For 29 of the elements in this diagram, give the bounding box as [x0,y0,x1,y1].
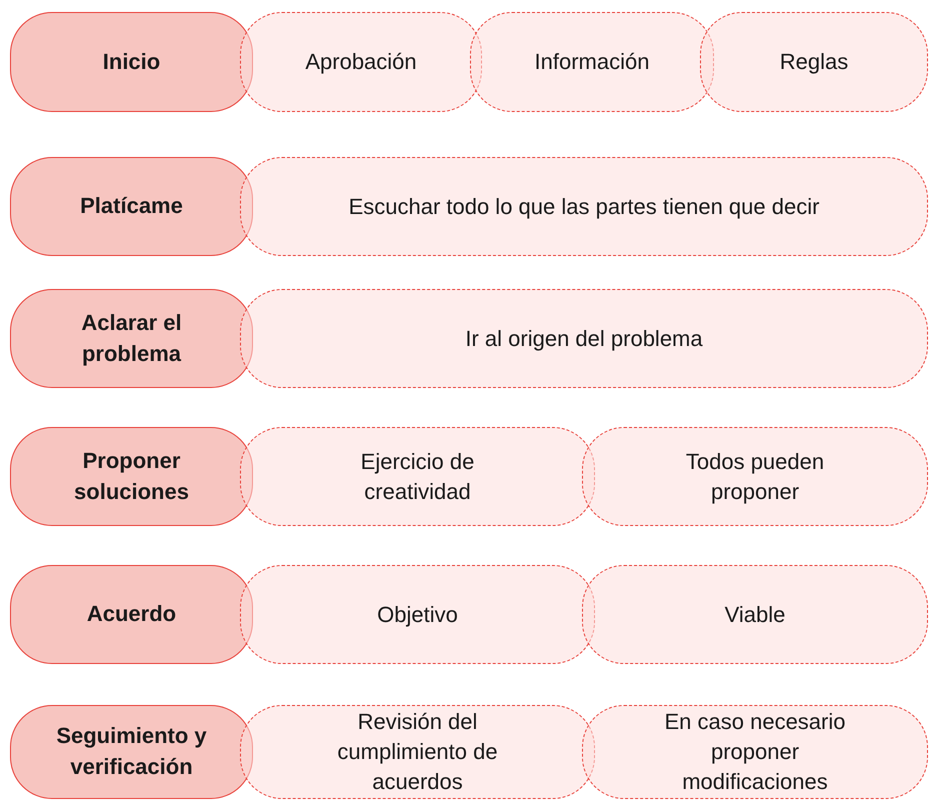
detail-pill [240,289,928,388]
step-label: Acuerdo [86,600,176,628]
step-pill [10,705,253,799]
step-detail: Objetivo [377,600,458,629]
step-detail: Información [534,48,650,76]
step-label: Proponer soluciones [73,446,190,506]
step-detail: Reglas [780,48,848,76]
step-detail: Ir al origen del problema [465,324,703,353]
step-pill [10,565,253,664]
step-label: Aclarar el problema [80,308,183,368]
step-detail: En caso necesario proponer modificaciones [664,708,846,796]
step-pill [10,157,253,256]
detail-pill [700,12,928,112]
step-detail: Revisión del cumplimiento de acuerdos [336,708,499,796]
step-detail: Todos pueden proponer [684,448,826,506]
step-detail: Ejercicio de creatividad [360,448,476,506]
step-label: Platícame [80,192,183,220]
detail-pill [582,427,928,526]
step-pill [10,427,253,526]
detail-pill [240,157,928,256]
step-label: Inicio [102,48,160,76]
step-pill [10,12,253,112]
detail-pill [582,705,928,799]
step-detail: Escuchar todo lo que las partes tienen que decir [348,192,820,221]
step-detail: Viable [724,600,786,629]
step-pill [10,289,253,388]
step-detail: Aprobación [305,48,417,76]
step-label: Seguimiento y verificación [55,722,208,781]
detail-pill [582,565,928,664]
